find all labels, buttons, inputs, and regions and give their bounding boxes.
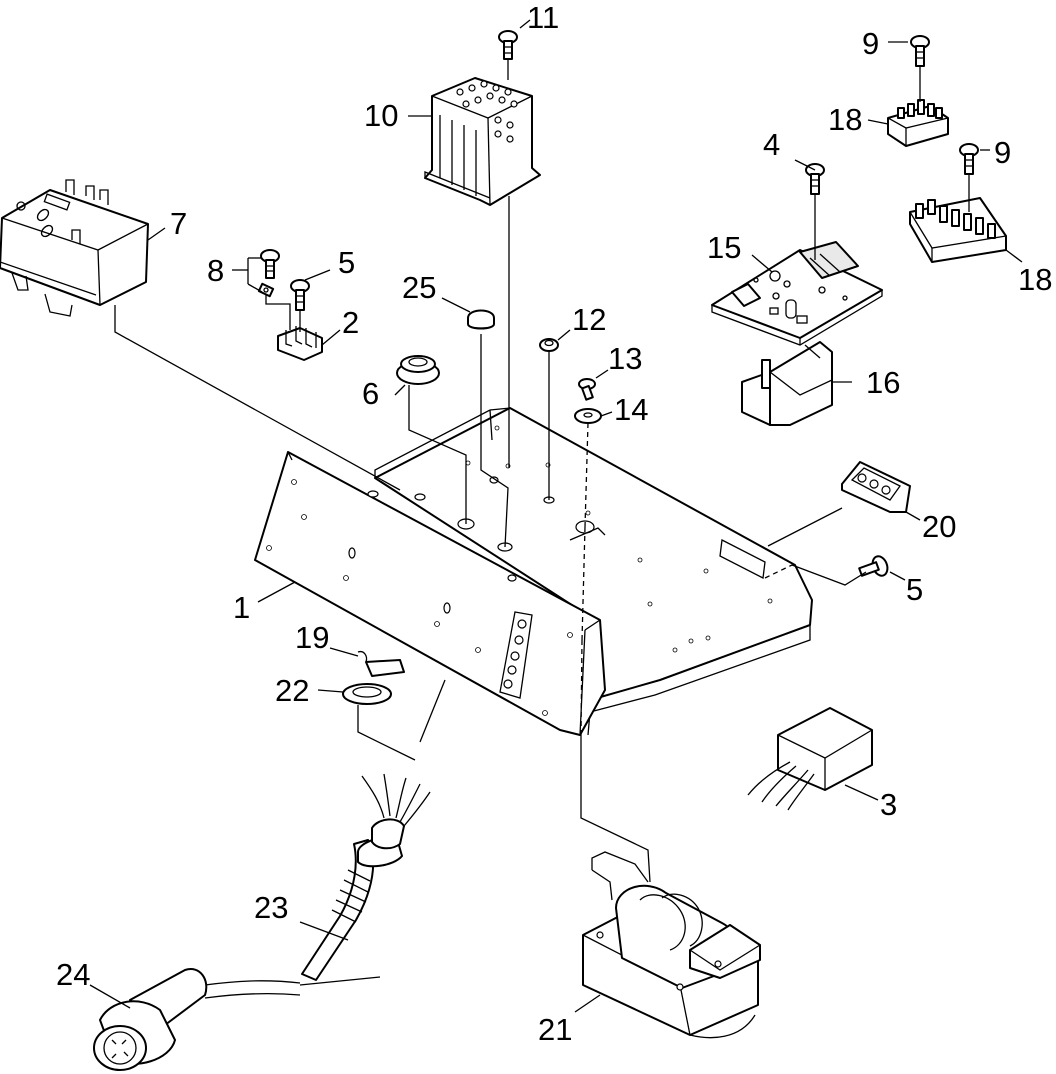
screw-11 xyxy=(498,30,518,60)
callout-1: 1 xyxy=(233,590,250,625)
callout-9-lower: 9 xyxy=(994,135,1011,170)
callout-2: 2 xyxy=(342,305,359,340)
leader-lines xyxy=(89,19,1023,1013)
callout-13: 13 xyxy=(608,341,642,376)
callout-16: 16 xyxy=(866,365,900,400)
power-cable xyxy=(204,773,431,999)
screw-9-lower xyxy=(959,143,979,175)
terminal-strip xyxy=(257,282,323,361)
callout-3: 3 xyxy=(880,787,897,822)
screw-5-lower xyxy=(858,555,889,577)
relay-module xyxy=(0,179,149,317)
callout-18-lower: 18 xyxy=(1018,262,1052,297)
screw-4 xyxy=(805,163,825,195)
callout-12: 12 xyxy=(572,302,606,337)
contactor xyxy=(424,77,541,206)
screw-13 xyxy=(578,378,596,401)
mains-plug xyxy=(93,968,208,1071)
socket-housing xyxy=(841,461,911,513)
cable-clip xyxy=(357,650,405,677)
screw-5-upper xyxy=(290,279,310,332)
chassis-base-plate xyxy=(254,407,813,736)
callout-22: 22 xyxy=(275,673,309,708)
callout-20: 20 xyxy=(922,509,956,544)
transformer xyxy=(582,851,761,1039)
board-holder xyxy=(741,341,833,426)
bushing xyxy=(539,338,559,352)
circuit-board xyxy=(711,241,883,346)
callout-10: 10 xyxy=(364,98,398,133)
callout-labels: 1 2 3 4 5 5 6 7 8 9 9 10 11 12 13 14 15 … xyxy=(56,0,1052,1047)
grommet xyxy=(396,355,440,385)
callout-7: 7 xyxy=(170,206,187,241)
callout-5-upper: 5 xyxy=(338,245,355,280)
terminal-block-small xyxy=(887,99,949,147)
callout-4: 4 xyxy=(763,127,780,162)
callout-18-upper: 18 xyxy=(828,102,862,137)
callout-6: 6 xyxy=(362,376,379,411)
sealing-ring xyxy=(342,683,392,705)
callout-23: 23 xyxy=(254,890,288,925)
callout-5-lower: 5 xyxy=(906,572,923,607)
callout-21: 21 xyxy=(538,1012,572,1047)
screw-9-upper xyxy=(910,35,930,67)
callout-15: 15 xyxy=(707,230,741,265)
screw-8 xyxy=(260,249,280,279)
callout-9-upper: 9 xyxy=(862,26,879,61)
washer xyxy=(574,408,602,424)
callout-25: 25 xyxy=(402,270,436,305)
callout-14: 14 xyxy=(614,392,648,427)
cap-plug xyxy=(467,309,495,330)
callout-11: 11 xyxy=(527,0,559,35)
capacitor xyxy=(747,707,873,811)
terminal-block-large xyxy=(909,197,1007,263)
callout-19: 19 xyxy=(295,620,329,655)
callout-8: 8 xyxy=(207,253,224,288)
callout-24: 24 xyxy=(56,957,90,992)
